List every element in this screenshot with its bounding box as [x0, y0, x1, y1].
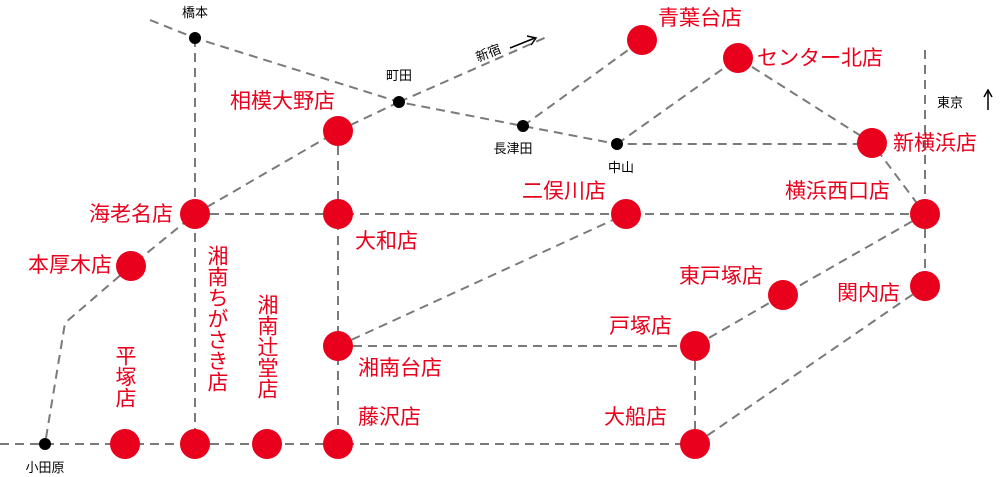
store-marker-futamatagawa[interactable] — [611, 199, 641, 229]
store-marker-shin-yokohama[interactable] — [857, 128, 887, 158]
station-marker-nagatsuta — [517, 120, 529, 132]
store-label-shonan-chigasaki[interactable]: 湘南ちがさき店 — [205, 245, 229, 392]
direction-label-shinjuku: 新宿 — [474, 41, 504, 66]
station-label-odawara: 小田原 — [25, 461, 64, 476]
direction-label-tokyo: 東京 — [937, 95, 963, 111]
store-label-shonan-tsujido[interactable]: 湘南辻堂店 — [255, 294, 279, 399]
store-marker-shonandai[interactable] — [323, 331, 353, 361]
store-label-futamatagawa[interactable]: 二俣川店 — [522, 179, 606, 203]
store-marker-yamato[interactable] — [323, 199, 353, 229]
store-marker-ebina[interactable] — [180, 199, 210, 229]
store-label-kannai[interactable]: 関内店 — [837, 281, 900, 305]
station-label-hashimoto: 橋本 — [182, 6, 208, 21]
store-marker-center-kita[interactable] — [723, 43, 753, 73]
store-label-center-kita[interactable]: センター北店 — [757, 46, 883, 70]
store-label-fujisawa[interactable]: 藤沢店 — [358, 405, 421, 429]
station-marker-hashimoto — [189, 32, 201, 44]
store-marker-shonan-tsujido[interactable] — [252, 429, 282, 459]
map-labels: 青葉台店センター北店相模大野店新横浜店海老名店大和店二俣川店横浜西口店本厚木店湘… — [25, 6, 977, 476]
store-label-higashi-totsuka[interactable]: 東戸塚店 — [679, 264, 763, 288]
store-marker-ofuna[interactable] — [680, 429, 710, 459]
store-marker-totsuka[interactable] — [680, 331, 710, 361]
station-marker-odawara — [39, 438, 51, 450]
arrow-tokyo-head — [983, 88, 993, 98]
station-label-nagatsuta: 長津田 — [493, 142, 532, 157]
station-label-machida: 町田 — [386, 69, 412, 84]
store-label-ofuna[interactable]: 大船店 — [604, 405, 667, 429]
railway-line — [398, 35, 550, 103]
store-label-shin-yokohama[interactable]: 新横浜店 — [893, 131, 977, 155]
store-label-hiratsuka[interactable]: 平塚店 — [113, 345, 137, 408]
store-marker-hiratsuka[interactable] — [110, 429, 140, 459]
store-marker-shonan-chigasaki[interactable] — [180, 429, 210, 459]
station-marker-nakayama — [611, 138, 623, 150]
store-label-ebina[interactable]: 海老名店 — [89, 202, 173, 226]
store-label-hon-atsugi[interactable]: 本厚木店 — [28, 253, 112, 277]
railway-line — [149, 19, 872, 145]
store-marker-kannai[interactable] — [910, 271, 940, 301]
station-label-nakayama: 中山 — [608, 161, 634, 176]
store-marker-fujisawa[interactable] — [323, 429, 353, 459]
store-marker-sagami-ono[interactable] — [323, 116, 353, 146]
direction-arrows — [509, 35, 993, 110]
store-marker-higashi-totsuka[interactable] — [768, 280, 798, 310]
railway-line — [522, 39, 643, 127]
store-label-totsuka[interactable]: 戸塚店 — [609, 314, 672, 338]
store-label-shonandai[interactable]: 湘南台店 — [358, 356, 442, 380]
station-marker-machida — [393, 96, 405, 108]
store-marker-aobadai[interactable] — [627, 25, 657, 55]
railway-line — [44, 101, 400, 445]
map-markers — [39, 25, 940, 459]
arrow-shinjuku-shaft — [509, 37, 536, 49]
store-label-yamato[interactable]: 大和店 — [355, 229, 418, 253]
railway-line — [694, 213, 926, 347]
store-label-sagami-ono[interactable]: 相模大野店 — [230, 89, 335, 113]
store-label-yokohama-nishiguchi[interactable]: 横浜西口店 — [785, 179, 890, 203]
store-marker-hon-atsugi[interactable] — [116, 251, 146, 281]
railway-lines — [0, 19, 926, 445]
railway-line — [337, 213, 627, 347]
railway-line — [694, 285, 926, 445]
store-marker-yokohama-nishiguchi[interactable] — [910, 199, 940, 229]
store-label-aobadai[interactable]: 青葉台店 — [658, 6, 742, 30]
arrow-shinjuku-head — [526, 35, 538, 46]
railway-line — [616, 56, 926, 215]
